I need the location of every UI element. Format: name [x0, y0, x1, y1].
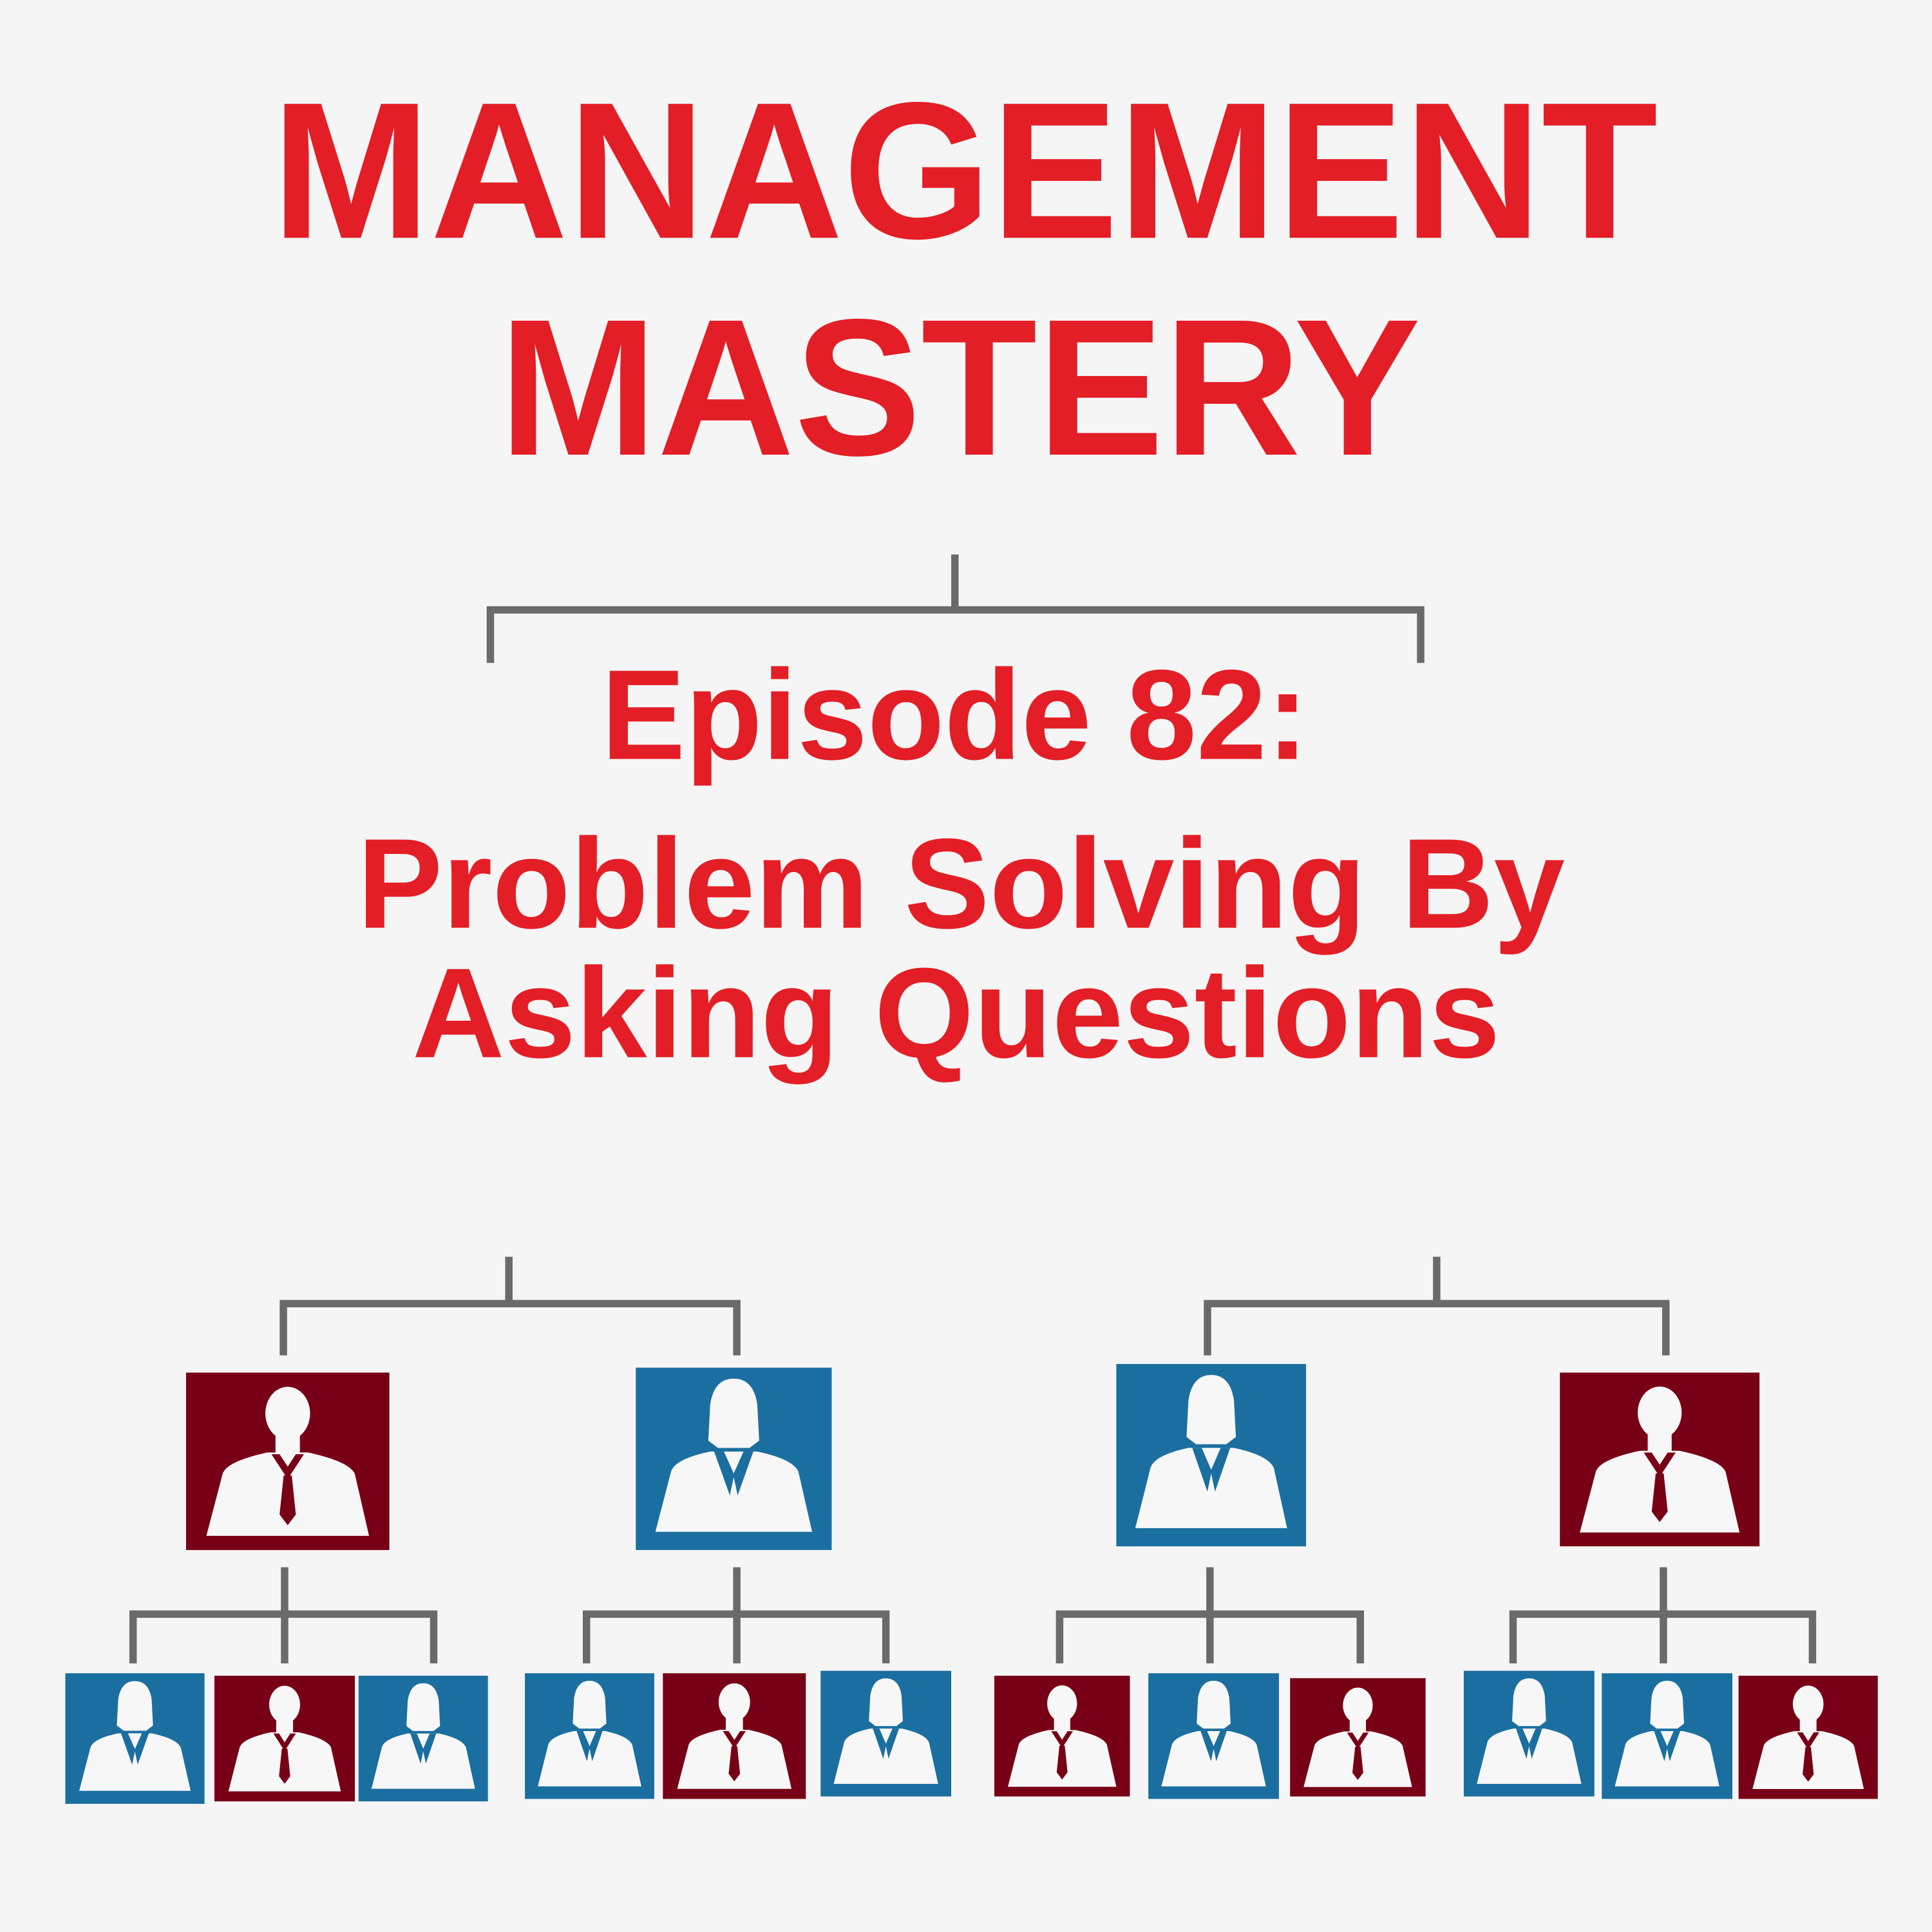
report-card: [358, 1676, 488, 1802]
team-connector: [1056, 1567, 1364, 1663]
episode-subtitle-line2: Asking Questions: [412, 942, 1500, 1085]
show-title-line1: MANAGEMENT: [272, 62, 1658, 279]
manager-card: [636, 1367, 832, 1550]
episode-subtitle-line1: Problem Solving By: [357, 813, 1565, 956]
male-person-icon: [1303, 1687, 1412, 1787]
report-card: [820, 1671, 952, 1797]
female-person-icon: [655, 1378, 813, 1532]
report-card: [525, 1673, 654, 1799]
report-card: [214, 1676, 355, 1802]
team-connector: [582, 1567, 890, 1663]
male-person-icon: [1008, 1685, 1117, 1787]
female-person-icon: [1135, 1374, 1287, 1528]
male-person-icon: [228, 1685, 341, 1792]
male-person-icon: [677, 1683, 792, 1789]
top-connector: [486, 554, 1425, 663]
female-person-icon: [538, 1680, 641, 1786]
report-card: [65, 1673, 205, 1804]
female-person-icon: [371, 1683, 475, 1789]
team-connector: [1509, 1567, 1817, 1663]
manager-card: [1116, 1363, 1307, 1547]
report-card: [1738, 1676, 1878, 1799]
report-card: [1148, 1673, 1279, 1799]
male-person-icon: [1580, 1386, 1740, 1533]
manager-card: [185, 1372, 390, 1550]
report-card: [1463, 1671, 1595, 1797]
female-person-icon: [833, 1678, 938, 1785]
episode-number: Episode 82:: [601, 644, 1309, 787]
team-connector: [129, 1567, 438, 1663]
report-card: [1290, 1678, 1426, 1797]
female-person-icon: [1477, 1678, 1582, 1785]
report-card: [994, 1676, 1130, 1797]
group-connector-left: [279, 1256, 741, 1356]
female-person-icon: [79, 1681, 191, 1791]
manager-card: [1560, 1372, 1760, 1547]
female-person-icon: [1161, 1680, 1266, 1786]
female-person-icon: [1615, 1680, 1719, 1786]
report-card: [1602, 1673, 1733, 1799]
show-title-line2: MASTERY: [499, 279, 1421, 497]
org-chart: [65, 1256, 1878, 1804]
male-person-icon: [206, 1387, 370, 1536]
report-card: [663, 1673, 806, 1799]
male-person-icon: [1752, 1685, 1864, 1790]
group-connector-right: [1204, 1256, 1670, 1356]
